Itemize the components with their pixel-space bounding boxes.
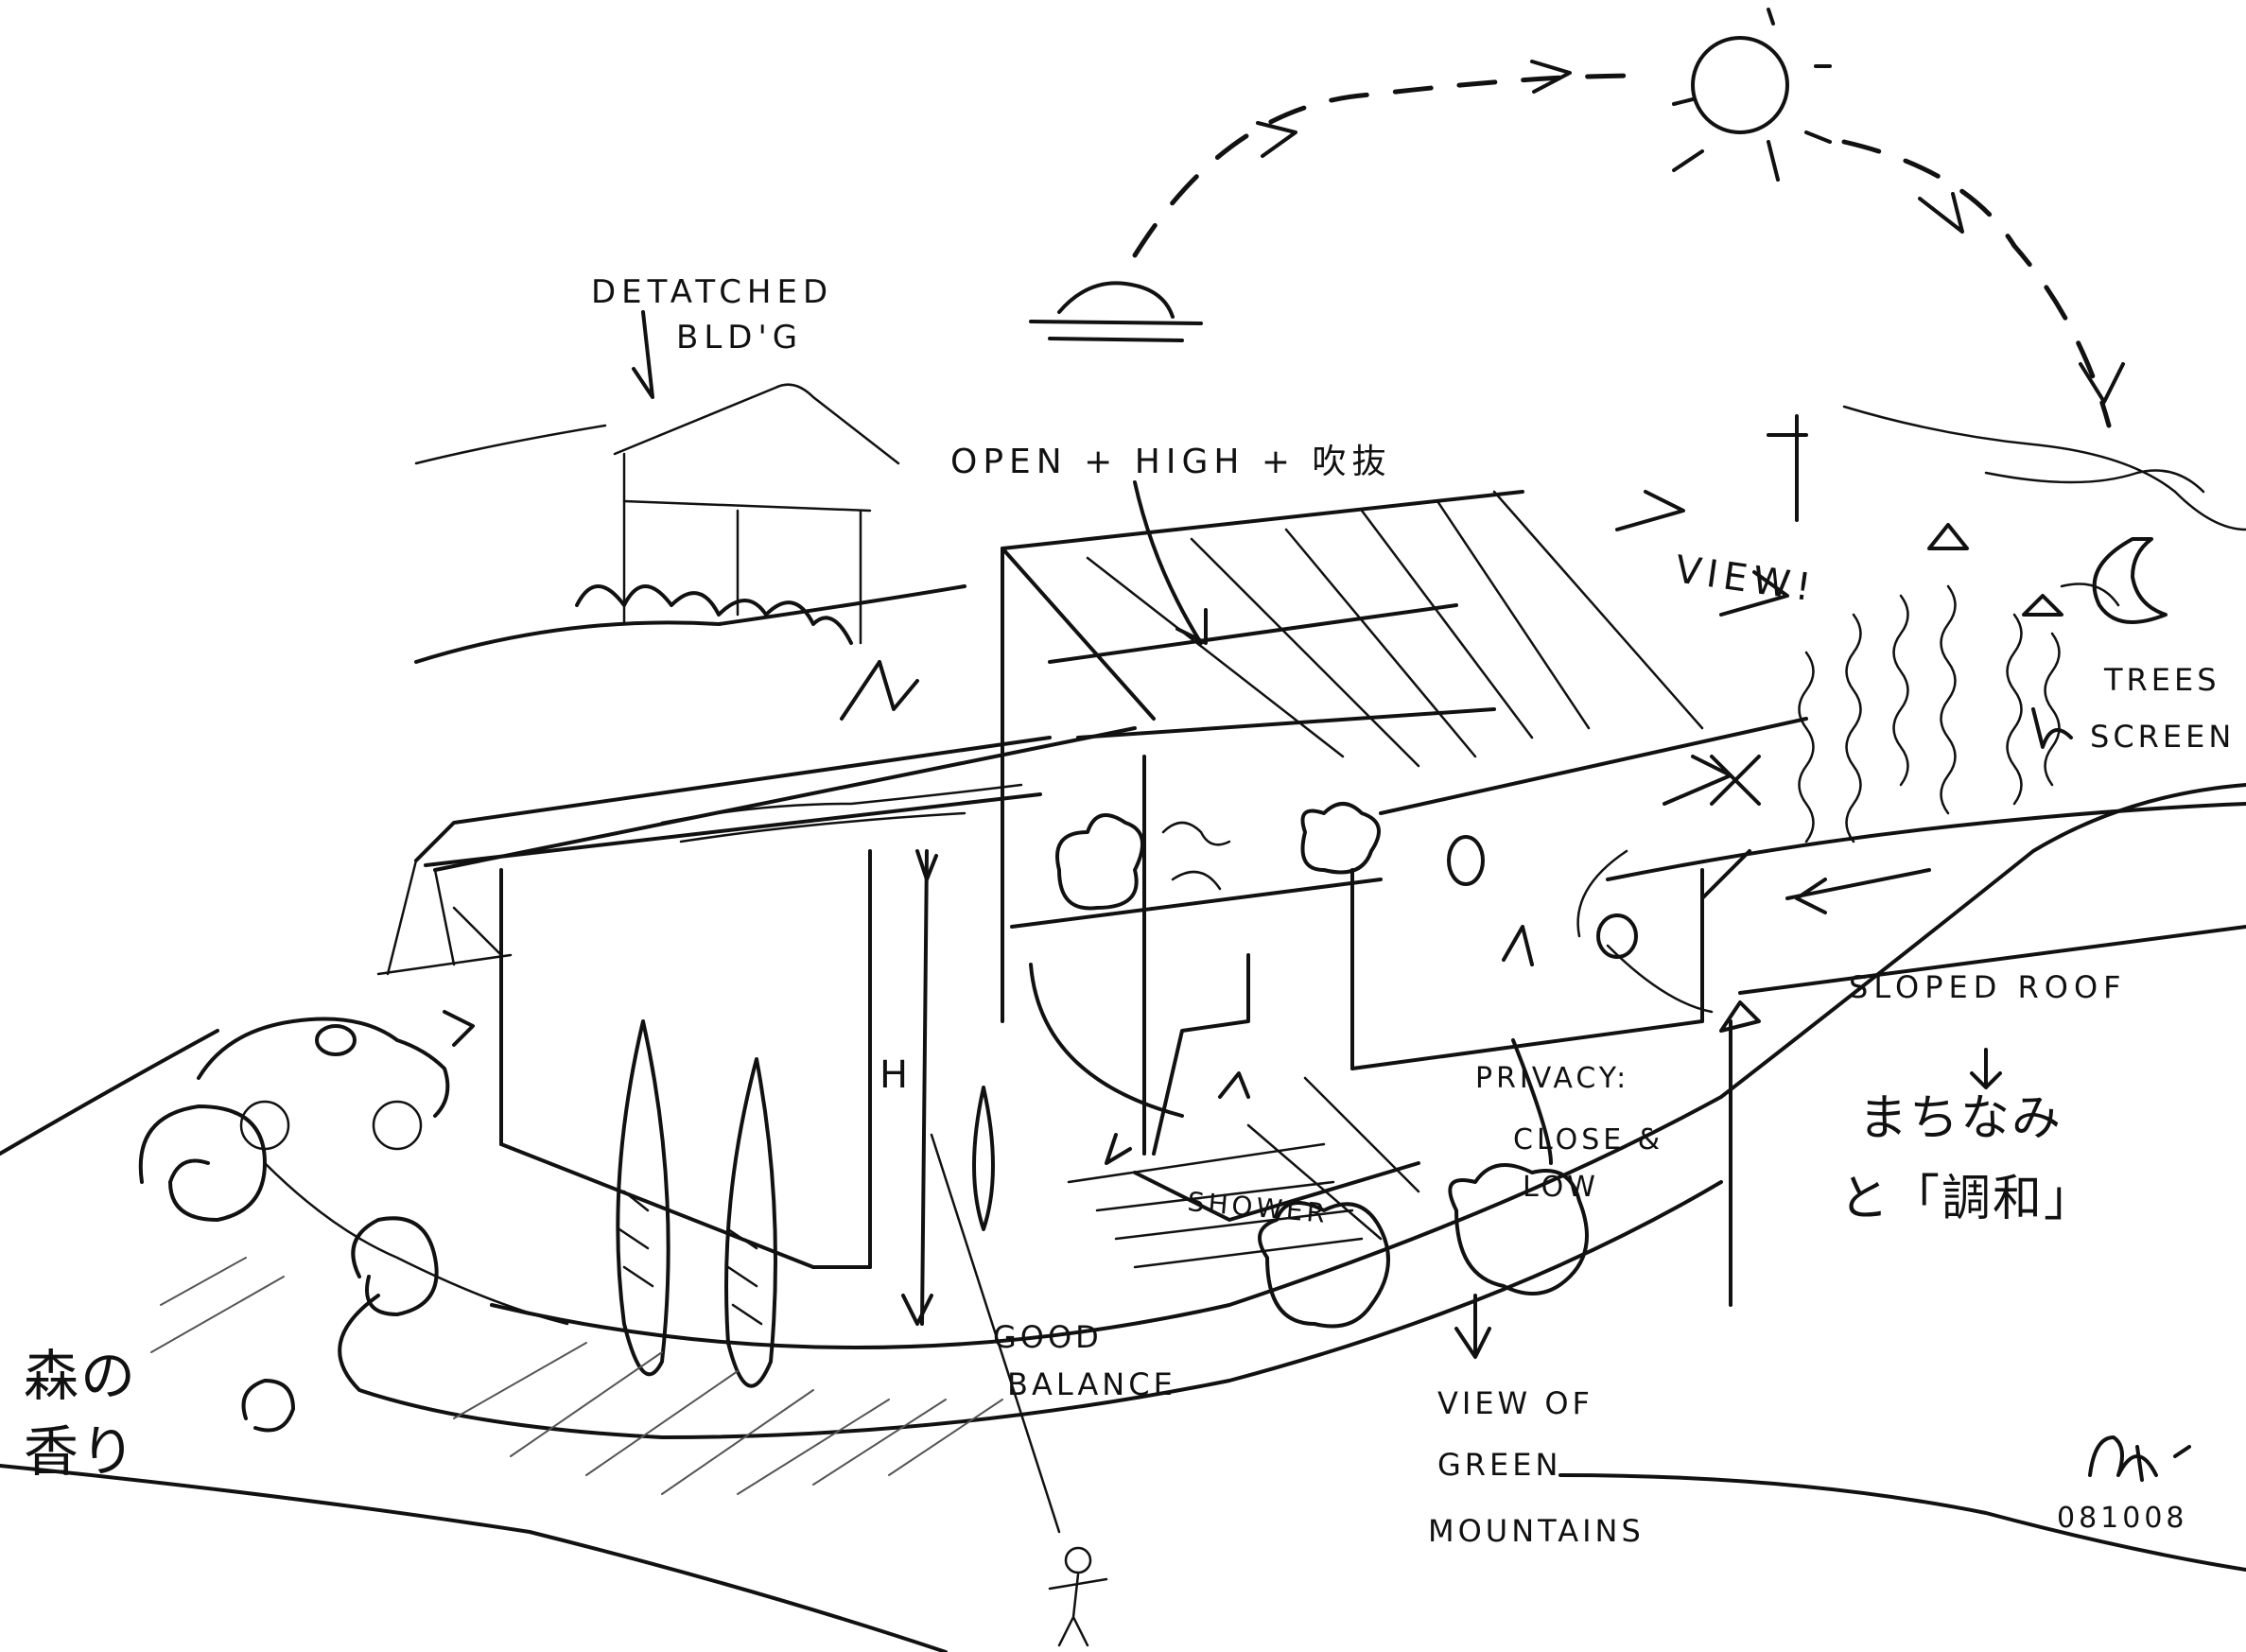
moon-icon: [2092, 537, 2168, 624]
shower-label: SHOWER: [1186, 1186, 1330, 1229]
detached-building-label-1: DETATCHED: [591, 273, 833, 311]
good-balance-label-1: GOOD: [993, 1319, 1103, 1355]
good-balance-label-2: BALANCE: [1007, 1366, 1176, 1402]
detached-building: [414, 310, 966, 664]
height-label: H: [879, 1053, 914, 1097]
machinami-label-2: と「調和」: [1839, 1171, 2095, 1227]
trees-screen-label-2: SCREEN: [2090, 719, 2235, 755]
forest-scent-label-1: 森の: [24, 1344, 137, 1408]
open-high-label: OPEN + HIGH + 吹抜: [950, 443, 1391, 481]
cypress-trees: [616, 1019, 995, 1388]
sun-icon: [1672, 8, 1832, 182]
privacy-label-2: CLOSE &: [1513, 1123, 1663, 1156]
car-icon: [197, 1017, 450, 1151]
detached-building-label-2: BLD'G: [676, 319, 803, 356]
privacy-label-3: LOW: [1523, 1171, 1599, 1204]
trees-screen-label-1: TREES: [2103, 662, 2220, 698]
privacy-label-1: PRIVACY:: [1475, 1062, 1629, 1095]
date-label: 081008: [2057, 1502, 2188, 1535]
bushes: [1055, 802, 1589, 1329]
sun-path: [1132, 60, 2125, 428]
sunrise-icon: [1029, 281, 1203, 342]
machinami-label-1: まちなみ: [1858, 1090, 2063, 1147]
view-label: VIEW!: [1673, 548, 1819, 610]
wind-swirls: [138, 1104, 569, 1433]
signature: [2088, 1435, 2191, 1482]
main-house-left-volume: [376, 726, 1137, 1269]
annotation-arrows: [443, 480, 2073, 1359]
ground-lines: [0, 783, 2246, 1652]
view-green-label-3: MOUNTAINS: [1428, 1513, 1645, 1549]
main-house-center-volume: [1001, 490, 1704, 1222]
person-icon: [930, 1133, 1108, 1647]
view-green-label-1: VIEW OF: [1437, 1385, 1593, 1421]
main-house-right-volume: [1350, 717, 1808, 1307]
trees-screen: [1798, 584, 2061, 843]
height-dimension: [901, 849, 938, 1326]
deck-hatching: [1067, 1071, 1420, 1269]
view-green-label-2: GREEN: [1437, 1447, 1561, 1483]
sloped-roof-label: SLOPED ROOF: [1849, 969, 2127, 1005]
background-hills: [1767, 405, 2246, 617]
forest-scent-label-2: 香り: [24, 1419, 137, 1484]
